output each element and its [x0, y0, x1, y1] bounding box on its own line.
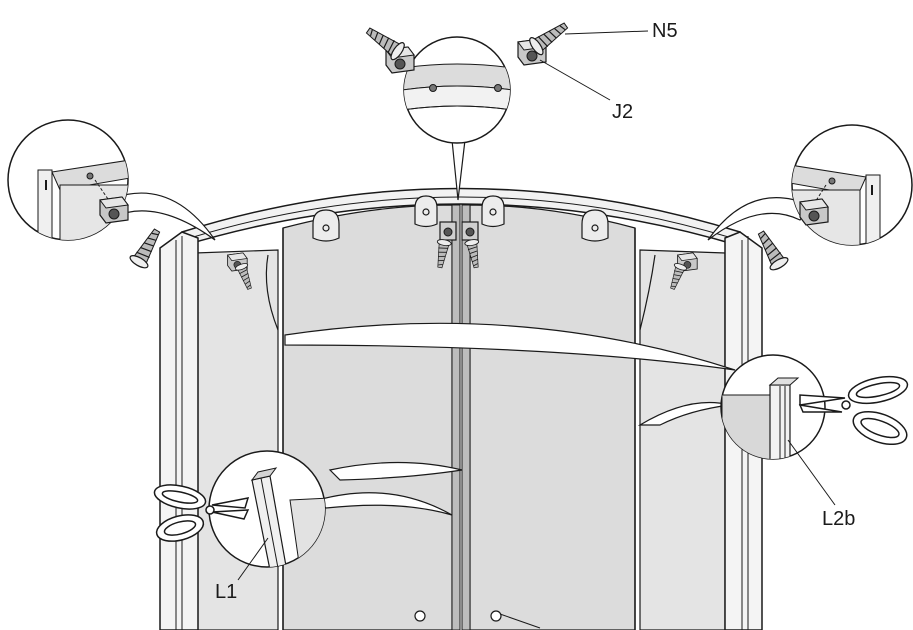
detail-circle-l2b: [720, 354, 909, 506]
label-n5: N5: [652, 20, 678, 42]
handle-hole-right: [490, 610, 502, 622]
handle-hole-left: [414, 610, 426, 622]
centre-brackets: [432, 221, 484, 270]
enclosure: [159, 187, 763, 630]
callout-pointers: [107, 139, 811, 516]
door-edge-left: [451, 204, 461, 630]
glass-panel-right: [639, 249, 726, 630]
glass-panel-left: [194, 249, 279, 630]
detail-circle-l1: [153, 450, 326, 581]
detail-circle-right: [751, 124, 913, 273]
roller-hangers: [312, 195, 609, 242]
detail-circle-top: [361, 16, 649, 144]
scissors-icon-l1: [153, 484, 250, 542]
label-j2: J2: [612, 101, 633, 123]
label-l1: L1: [215, 581, 237, 603]
door-edge-right: [461, 204, 471, 630]
glass-door-left: [282, 204, 453, 630]
label-l2b: L2b: [822, 508, 855, 530]
detail-circle-left: [7, 119, 167, 271]
glass-door-right: [469, 204, 636, 630]
scissors-icon: [798, 375, 909, 446]
post-left: [159, 231, 199, 630]
